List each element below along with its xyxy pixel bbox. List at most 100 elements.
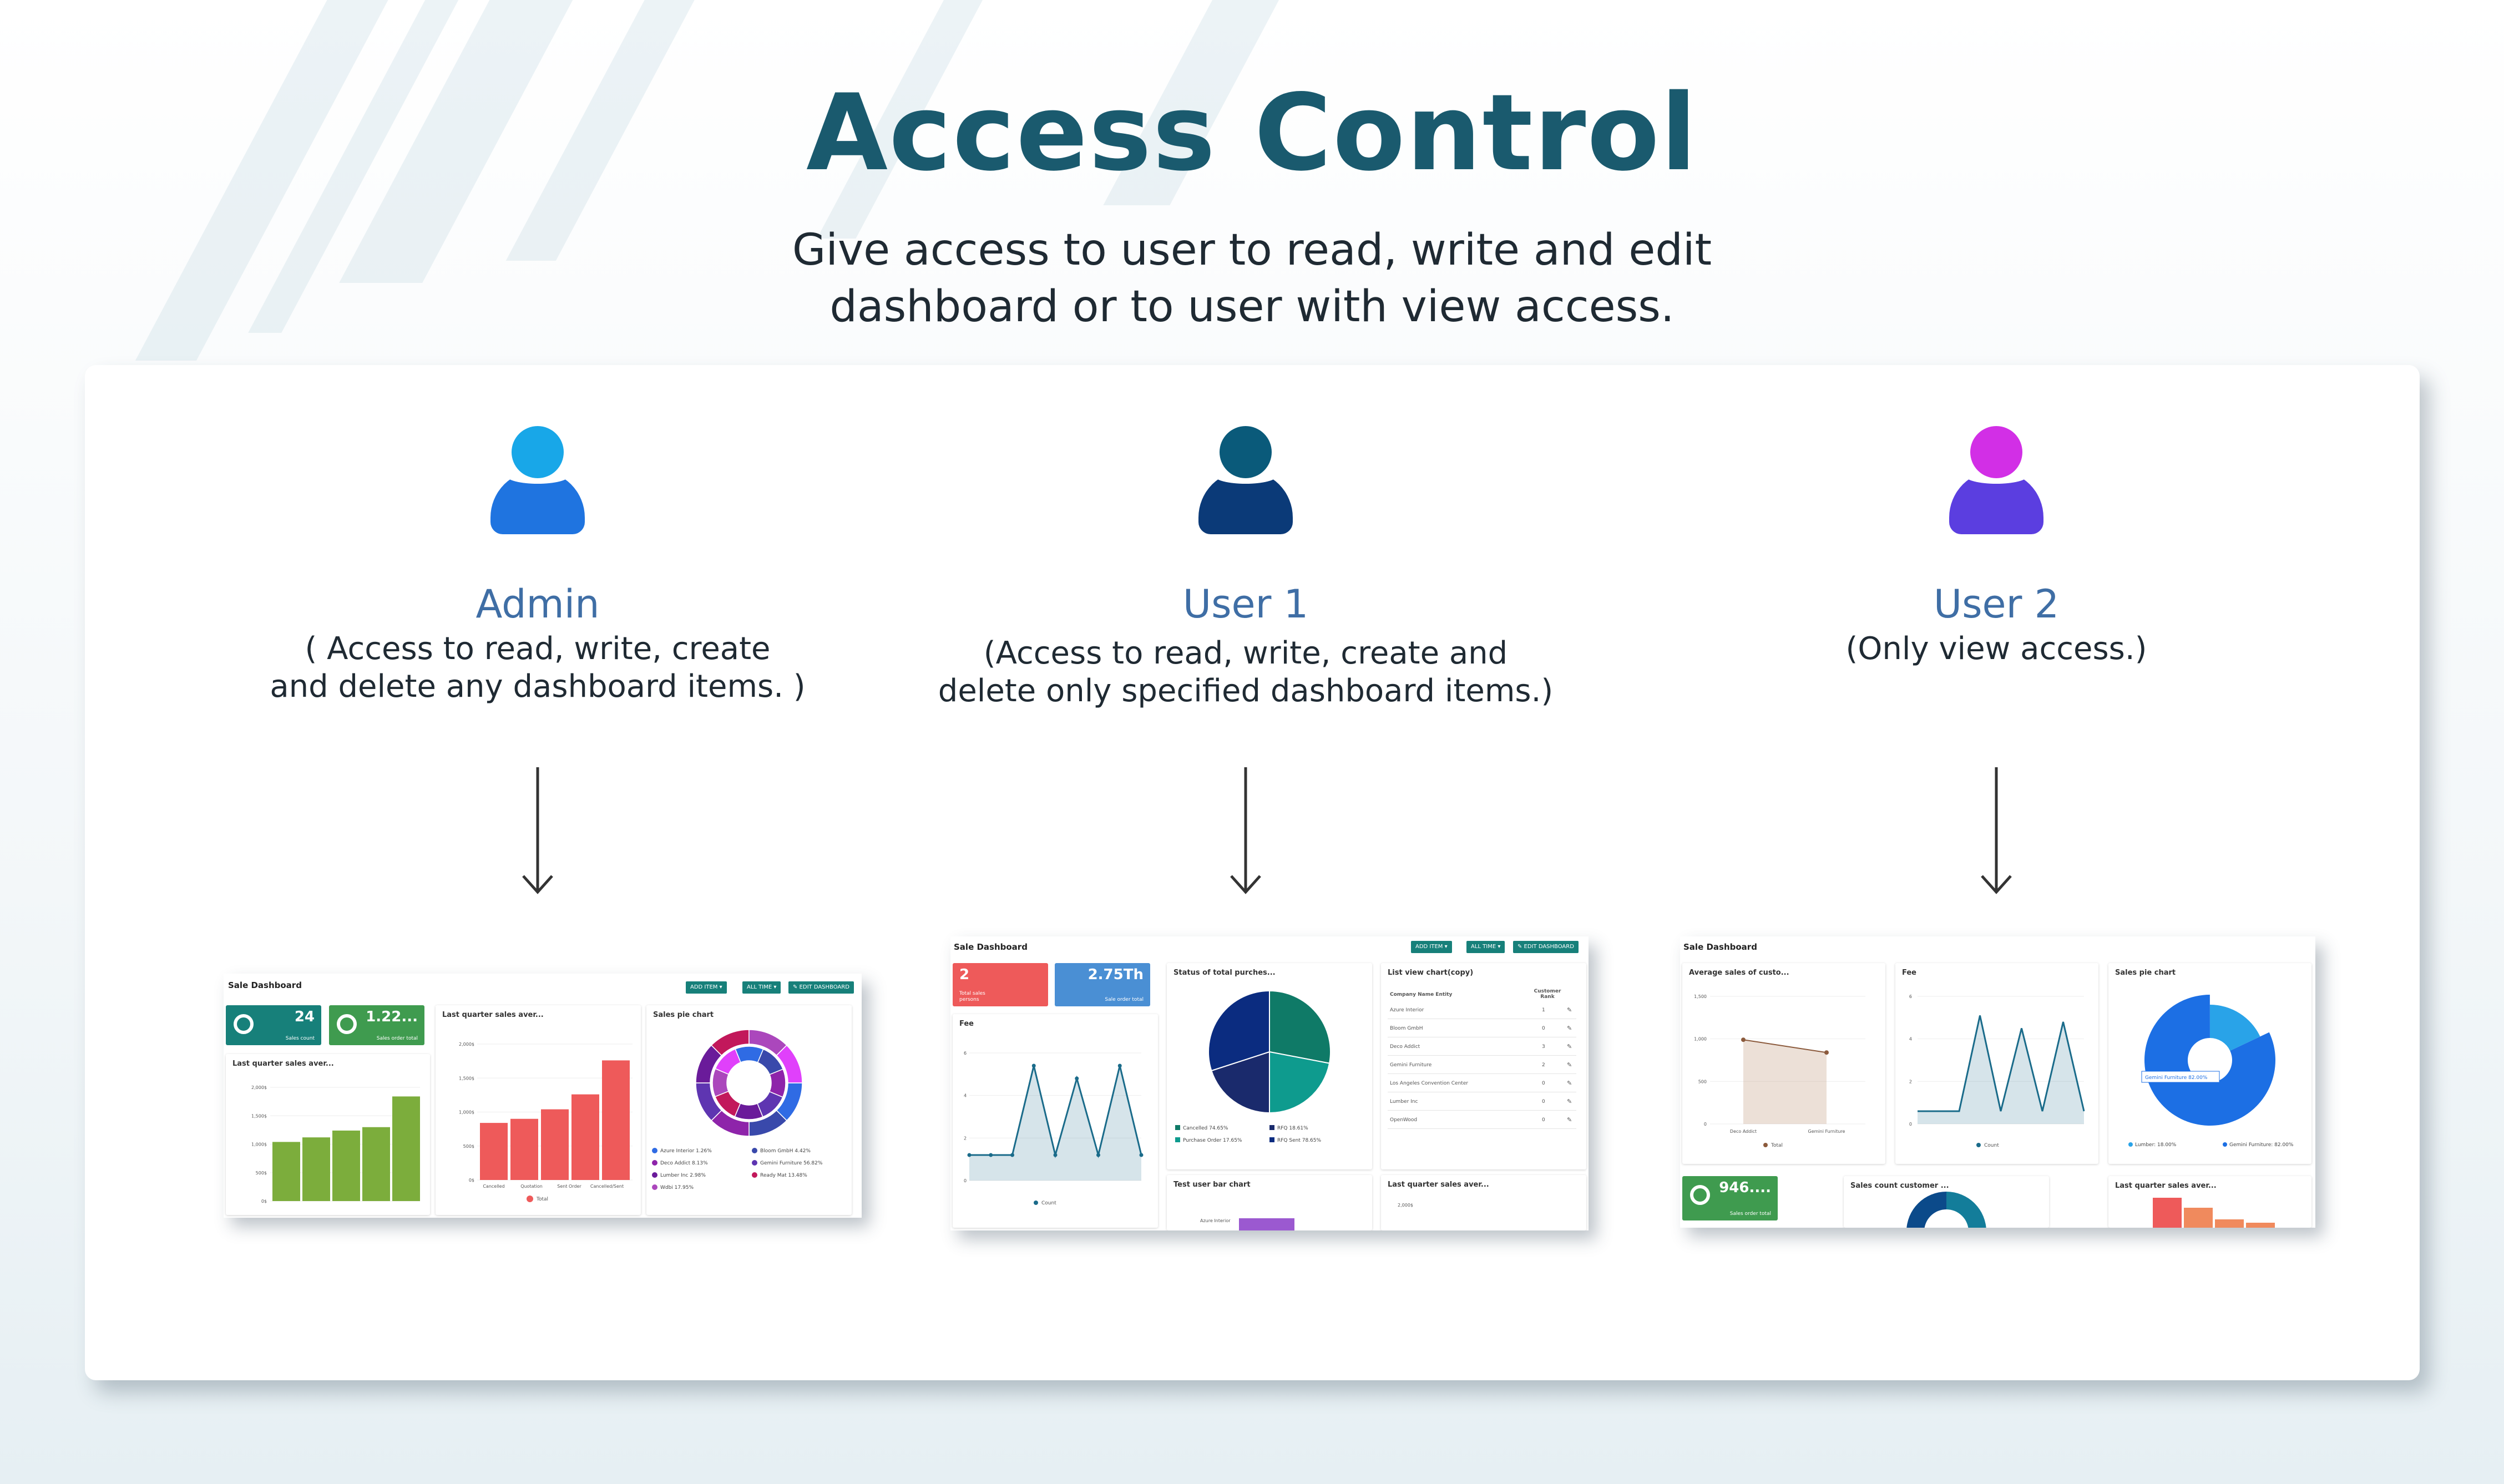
bar	[2215, 1219, 2244, 1228]
legend-marker	[2223, 1142, 2227, 1147]
bar-chart-panel: Test user bar chart Azure Interior	[1167, 1175, 1372, 1230]
data-point	[1117, 1063, 1122, 1068]
arrow-down-icon	[522, 767, 553, 894]
all-time-button[interactable]: ALL TIME ▾	[742, 981, 781, 994]
area-fill	[1918, 1015, 2084, 1124]
kpi-sale-order-total: 2.75Th Sale order total	[1055, 963, 1150, 1006]
edit-icon: ✎	[1567, 1080, 1572, 1087]
tick-label: 6	[964, 1051, 967, 1056]
role-description-line: delete only specified dashboard items.)	[938, 673, 1554, 709]
panel-title: Test user bar chart	[1173, 1181, 1251, 1189]
donut-slice	[2144, 995, 2275, 1126]
table-cell: 0	[1542, 1117, 1545, 1123]
data-point	[1139, 1153, 1144, 1157]
user2-dashboard-screenshot: Sale Dashboard Average sales of custo...…	[1680, 936, 2315, 1228]
legend-marker	[527, 1196, 533, 1202]
panel-title: Average sales of custo...	[1689, 969, 1789, 977]
tick-label: 1,000	[1694, 1037, 1707, 1042]
role-description-line: and delete any dashboard items. )	[270, 668, 806, 705]
bar	[332, 1130, 360, 1201]
panel-title: Last quarter sales aver...	[442, 1011, 544, 1019]
tick-label: 4	[964, 1093, 967, 1098]
data-point	[1824, 1050, 1829, 1055]
panel-title: Status of total purches...	[1173, 969, 1276, 977]
tick-label: 0	[964, 1178, 967, 1183]
series-line	[1918, 1015, 2085, 1112]
table-cell: 1	[1542, 1007, 1545, 1013]
pie-slice	[1268, 990, 1331, 1064]
panel-title: Last quarter sales aver...	[232, 1060, 334, 1068]
panel-title: Last quarter sales aver...	[1388, 1181, 1489, 1189]
table-cell: OpenWood	[1390, 1117, 1418, 1123]
legend-label: Total	[536, 1197, 548, 1202]
donut-slice	[1906, 1192, 1946, 1228]
legend-label: Gemini Furniture 56.82%	[760, 1161, 823, 1166]
half-donut-chart	[1906, 1192, 1986, 1228]
kpi-value: 1.22...	[366, 1009, 418, 1025]
role-description: (Only view access.)	[1636, 630, 2357, 668]
tick-label: Azure Interior	[1200, 1218, 1231, 1223]
tick-label: 2,000$	[459, 1042, 474, 1047]
panel-title: Fee	[1902, 969, 1916, 977]
kpi-sales-order-total: 1.22... Sales order total	[329, 1005, 424, 1045]
panel-title: Sales count customer ...	[1850, 1182, 1949, 1190]
all-time-button[interactable]: ALL TIME ▾	[1466, 941, 1505, 953]
table-cell: Deco Addict	[1390, 1044, 1420, 1050]
add-item-button[interactable]: ADD ITEM ▾	[686, 981, 727, 994]
tick-label: 0$	[261, 1199, 267, 1204]
user1-dashboard-screenshot: Sale Dashboard ADD ITEM ▾ ALL TIME ▾ ✎ E…	[950, 936, 1589, 1230]
legend-label: Azure Interior 1.26%	[660, 1148, 712, 1154]
pie-icon	[234, 1014, 254, 1034]
tick-label: 1,500$	[459, 1076, 474, 1081]
column-header: Company Name Entity	[1390, 992, 1453, 997]
legend-marker	[752, 1160, 757, 1166]
edit-icon: ✎	[1567, 1006, 1572, 1014]
data-point	[1010, 1153, 1014, 1157]
kpi-value: 24	[294, 1009, 315, 1025]
bar	[392, 1096, 420, 1201]
bar	[571, 1094, 599, 1180]
legend-label: RFQ 18.61%	[1277, 1126, 1308, 1131]
kpi-label: Sale order total	[1105, 997, 1144, 1002]
pie-chart: Cancelled 74.65%RFQ 18.61%Purchase Order…	[1175, 990, 1331, 1143]
edit-icon: ✎	[1567, 1116, 1572, 1123]
tick-label: 1,500$	[251, 1113, 267, 1118]
bars-panel: Last quarter sales aver...	[2108, 1176, 2311, 1228]
donut-chart-panel: Sales pie chart Azure Interior 1.26%Bloo…	[646, 1005, 852, 1215]
edit-dashboard-button[interactable]: ✎ EDIT DASHBOARD	[1513, 941, 1579, 953]
area-fill	[1743, 1040, 1827, 1124]
list-view-panel: List view chart(copy) Company Name Entit…	[1381, 963, 1586, 1169]
tick-label: 500$	[463, 1144, 474, 1149]
tick-label: 500	[1698, 1079, 1707, 1084]
tick-label: 2	[1909, 1079, 1912, 1084]
tick-label: 1,000$	[459, 1110, 474, 1115]
kpi-value: 946....	[1719, 1179, 1771, 1196]
role-name: User 2	[1933, 581, 2060, 627]
access-roles-card: Admin ( Access to read, write, create an…	[85, 365, 2420, 1380]
tick-label: 1,000$	[251, 1142, 267, 1147]
green-bar-chart: 2,000$1,500$1,000$500$0$	[251, 1085, 420, 1204]
legend-marker	[752, 1148, 757, 1153]
edit-dashboard-button[interactable]: ✎ EDIT DASHBOARD	[788, 981, 854, 994]
role-description-line: ( Access to read, write, create	[305, 631, 771, 667]
tick-label: 0	[1909, 1122, 1912, 1127]
bar	[510, 1118, 538, 1180]
series-line	[1743, 1039, 1827, 1054]
donut-slice	[776, 1045, 803, 1083]
legend-label: Bloom GmbH 4.42%	[760, 1148, 811, 1154]
tick-label: 1,500	[1694, 994, 1707, 999]
bar	[480, 1123, 508, 1180]
add-item-button[interactable]: ADD ITEM ▾	[1411, 941, 1452, 953]
bar-chart-panel-2: Last quarter sales aver... 2,000$	[1381, 1175, 1586, 1230]
arrow-down-icon	[1981, 767, 2012, 894]
subtitle-line-1: Give access to user to read, write and e…	[792, 225, 1712, 275]
data-point	[1053, 1153, 1058, 1157]
edit-icon: ✎	[1567, 1043, 1572, 1050]
legend-label: Total	[1770, 1143, 1783, 1148]
table-cell: Gemini Furniture	[1390, 1062, 1432, 1068]
legend-label: Cancelled 74.65%	[1183, 1126, 1228, 1131]
table-cell: 2	[1542, 1062, 1545, 1068]
